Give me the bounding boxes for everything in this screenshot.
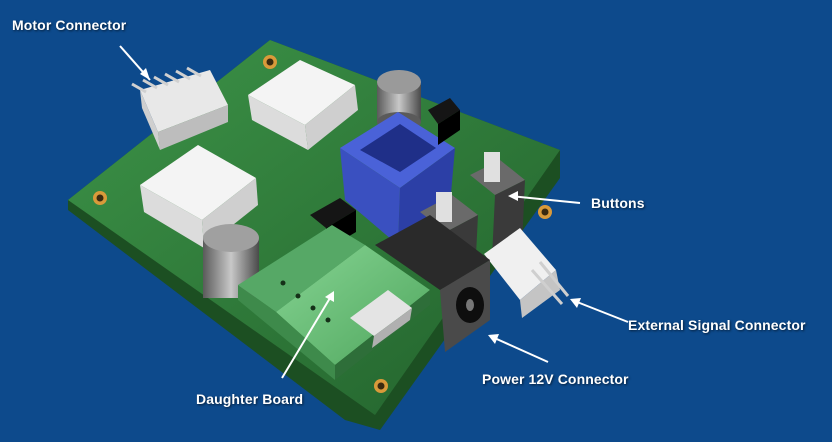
capacitor bbox=[203, 224, 259, 298]
motor-connector bbox=[131, 66, 228, 150]
power-connector-arrow bbox=[489, 335, 549, 363]
usb-connector bbox=[350, 290, 412, 336]
inductor bbox=[248, 60, 358, 150]
label-daughter-board: Daughter Board bbox=[196, 391, 304, 407]
arrow-head bbox=[508, 191, 518, 201]
arrow-head bbox=[325, 291, 334, 302]
jumper bbox=[428, 98, 460, 145]
power-jack bbox=[375, 215, 490, 352]
callout-arrows bbox=[119, 45, 629, 379]
arrow-head bbox=[570, 298, 581, 308]
arrow-head bbox=[488, 334, 499, 344]
label-power-12v-connector: Power 12V Connector bbox=[482, 371, 629, 387]
buttons-arrow bbox=[509, 195, 581, 204]
label-external-signal-connector: External Signal Connector bbox=[628, 317, 806, 333]
daughter-board-arrow bbox=[281, 292, 334, 379]
ribbon-header bbox=[340, 112, 455, 245]
daughter-board bbox=[238, 225, 430, 380]
arrow-head bbox=[140, 68, 150, 80]
label-motor-connector: Motor Connector bbox=[12, 17, 127, 33]
external-signal-arrow bbox=[571, 299, 629, 323]
external-signal-connector bbox=[484, 228, 570, 318]
label-buttons: Buttons bbox=[591, 195, 645, 211]
